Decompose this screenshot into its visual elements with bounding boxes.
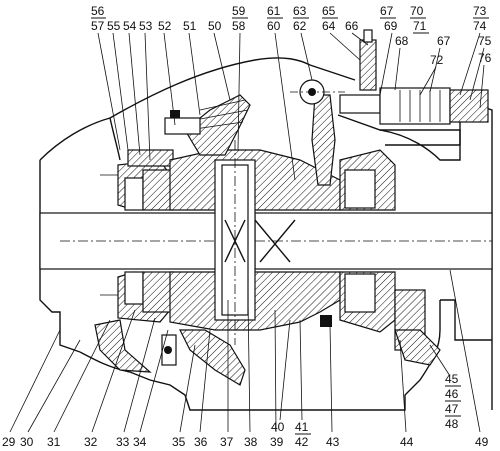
callout-44: 44 <box>400 435 414 449</box>
callout-66: 66 <box>345 19 359 33</box>
callout-57: 57 <box>91 19 105 33</box>
breather-plug <box>164 110 201 135</box>
callout-56: 56 <box>91 4 105 18</box>
ring-gear <box>179 94 251 386</box>
callout-75: 75 <box>478 34 492 48</box>
callout-67b: 67 <box>437 34 451 48</box>
left-axle <box>39 212 226 270</box>
callout-72: 72 <box>430 53 444 67</box>
bottom-callouts: 29 30 31 32 33 34 35 36 37 38 39 41 42 4… <box>2 269 489 449</box>
callout-65: 65 <box>322 4 336 18</box>
callout-67: 67 <box>380 4 394 18</box>
callout-47: 47 <box>445 402 459 416</box>
callout-49: 49 <box>475 435 489 449</box>
callout-74: 74 <box>473 19 487 33</box>
callout-42: 42 <box>295 435 309 449</box>
callout-38: 38 <box>244 435 258 449</box>
callout-73: 73 <box>473 4 487 18</box>
callout-29: 29 <box>2 435 16 449</box>
callout-46: 46 <box>445 387 459 401</box>
callout-48: 48 <box>445 417 459 431</box>
callout-35: 35 <box>172 435 186 449</box>
callout-50: 50 <box>208 19 222 33</box>
callout-53: 53 <box>139 19 153 33</box>
callout-59: 59 <box>232 4 246 18</box>
callout-68: 68 <box>395 34 409 48</box>
callout-39: 39 <box>270 435 284 449</box>
callout-37: 37 <box>220 435 234 449</box>
callout-55: 55 <box>107 19 121 33</box>
callout-45: 45 <box>445 372 459 386</box>
callout-61: 61 <box>267 4 281 18</box>
callout-30: 30 <box>20 435 34 449</box>
right-axle <box>254 212 493 270</box>
callout-63: 63 <box>293 4 307 18</box>
callout-62: 62 <box>293 19 307 33</box>
callout-54: 54 <box>123 19 137 33</box>
top-callouts: 56 57 55 54 53 52 51 50 59 58 61 60 63 6… <box>91 4 492 181</box>
callout-36: 36 <box>194 435 208 449</box>
callout-60: 60 <box>267 19 281 33</box>
callout-52: 52 <box>158 19 172 33</box>
callout-32: 32 <box>84 435 98 449</box>
callout-33: 33 <box>116 435 130 449</box>
right-bearing-housing <box>339 149 441 366</box>
callout-58: 58 <box>232 19 246 33</box>
callout-76: 76 <box>478 51 492 65</box>
left-bearing-housing <box>117 149 174 323</box>
callout-34: 34 <box>133 435 147 449</box>
lock-cylinder <box>337 29 489 145</box>
callout-70: 70 <box>410 4 424 18</box>
callout-69: 69 <box>384 19 398 33</box>
callout-43: 43 <box>326 435 340 449</box>
shift-fork <box>290 79 345 186</box>
callout-40: 40 <box>271 420 285 434</box>
callout-51: 51 <box>183 19 197 33</box>
callout-41: 41 <box>295 420 309 434</box>
callout-71: 71 <box>413 19 427 33</box>
callout-64: 64 <box>322 19 336 33</box>
callout-31: 31 <box>47 435 61 449</box>
